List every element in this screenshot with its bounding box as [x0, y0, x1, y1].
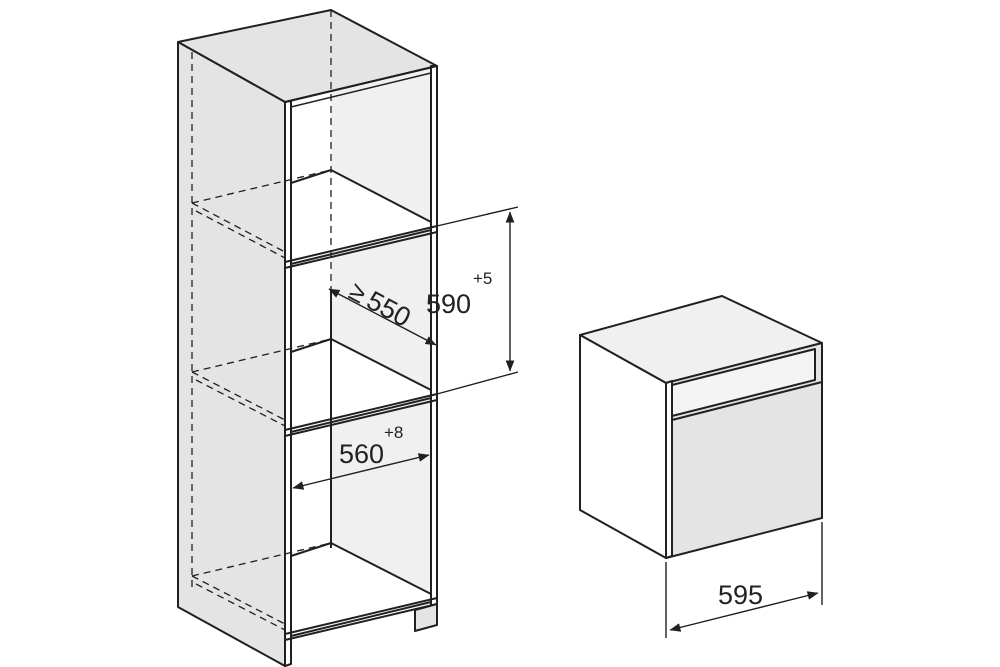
cabinet-hidden-edges	[191, 10, 332, 631]
cabinet-left-side	[177, 41, 286, 667]
cabinet-plinth	[414, 603, 438, 632]
height-tolerance: +5	[473, 269, 492, 288]
oven-front-frame	[665, 380, 673, 559]
niche-dimension-lines	[292, 206, 519, 490]
height-value: 590	[426, 289, 471, 319]
appliance-width-dimension-line	[669, 591, 819, 632]
oven-control-panel	[671, 348, 816, 417]
height-label: 590 +5	[426, 269, 492, 319]
height-extension-bottom	[436, 371, 519, 395]
cabinet-right-edge	[430, 65, 438, 607]
tall-cabinet	[177, 9, 438, 667]
depth-dimension-line	[328, 288, 437, 346]
height-extension-top	[436, 206, 519, 227]
cabinet-top-rail	[284, 65, 438, 103]
width-dimension-line	[292, 453, 430, 490]
appliance-width-value: 595	[718, 580, 763, 610]
width-tolerance: +8	[384, 423, 403, 442]
width-value: 560	[339, 439, 384, 469]
width-label: 560 +8	[339, 423, 403, 469]
oven-appliance	[579, 295, 823, 559]
appliance-dimension-lines	[665, 522, 823, 638]
